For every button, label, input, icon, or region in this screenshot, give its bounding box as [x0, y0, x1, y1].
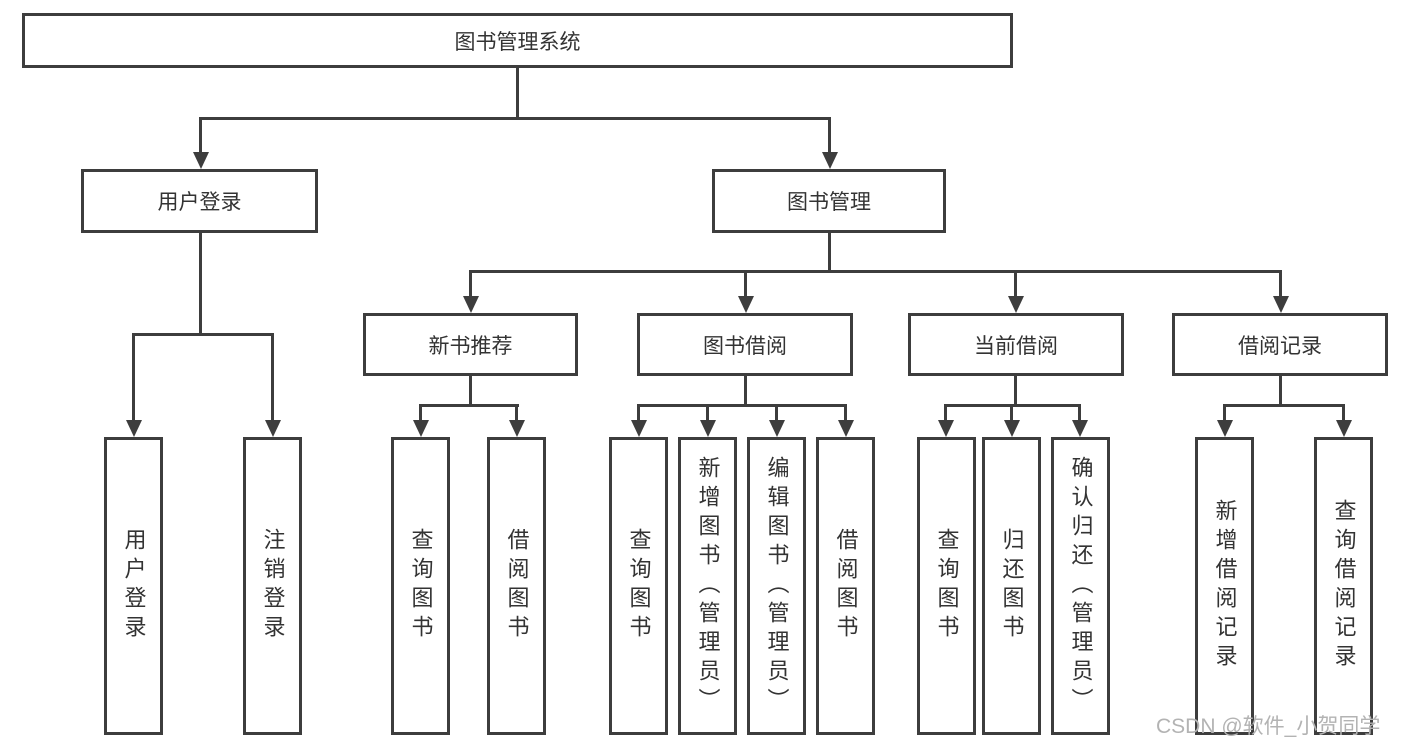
connector-line [132, 333, 274, 336]
leaf-label: 用户登录 [121, 528, 147, 644]
arrow-down-icon [1273, 296, 1289, 313]
leaf-label: 查询图书 [408, 528, 434, 644]
arrow-down-icon [1004, 420, 1020, 437]
connector-line [469, 376, 472, 407]
arrow-down-icon [1217, 420, 1233, 437]
connector-line [1279, 376, 1282, 407]
leaf-borrow-books-recommend: 借阅图书 [487, 437, 546, 735]
leaf-query-books-borrow: 查询图书 [609, 437, 668, 735]
leaf-label: 借阅图书 [504, 528, 530, 644]
leaf-label: 编辑图书（管理员） [764, 455, 790, 717]
leaf-label: 查询借阅记录 [1331, 499, 1357, 673]
arrow-down-icon [463, 296, 479, 313]
connector-line [637, 404, 847, 407]
leaf-edit-books-admin: 编辑图书（管理员） [747, 437, 806, 735]
connector-line [1223, 404, 1345, 407]
node-book-management: 图书管理 [712, 169, 946, 233]
node-label: 用户登录 [157, 191, 242, 214]
arrow-down-icon [938, 420, 954, 437]
connector-line [199, 117, 831, 120]
leaf-label: 新增借阅记录 [1212, 499, 1238, 673]
node-new-book-recommend: 新书推荐 [363, 313, 578, 376]
leaf-confirm-return-admin: 确认归还（管理员） [1051, 437, 1110, 735]
arrow-down-icon [509, 420, 525, 437]
node-user-login: 用户登录 [81, 169, 318, 233]
connector-line [828, 119, 831, 154]
leaf-return-books: 归还图书 [982, 437, 1041, 735]
arrow-down-icon [1072, 420, 1088, 437]
connector-line [515, 405, 518, 421]
arrow-down-icon [838, 420, 854, 437]
arrow-down-icon [631, 420, 647, 437]
arrow-down-icon [822, 152, 838, 169]
connector-line [419, 405, 422, 421]
arrow-down-icon [1336, 420, 1352, 437]
leaf-query-books-current: 查询图书 [917, 437, 976, 735]
watermark-text: CSDN @软件_小贺同学 [1156, 715, 1381, 738]
leaf-user-login: 用户登录 [104, 437, 163, 735]
connector-line [1078, 405, 1081, 421]
connector-line [419, 404, 519, 407]
leaf-label: 归还图书 [999, 528, 1025, 644]
leaf-label: 确认归还（管理员） [1068, 455, 1094, 717]
connector-line [1279, 272, 1282, 298]
connector-line [1014, 272, 1017, 298]
connector-line [271, 335, 274, 421]
connector-line [744, 272, 747, 298]
connector-line [744, 376, 747, 407]
arrow-down-icon [769, 420, 785, 437]
leaf-label: 查询图书 [934, 528, 960, 644]
arrow-down-icon [126, 420, 142, 437]
node-label: 图书借阅 [703, 334, 787, 358]
connector-line [844, 405, 847, 421]
arrow-down-icon [413, 420, 429, 437]
node-library-system: 图书管理系统 [22, 13, 1013, 68]
leaf-label: 注销登录 [260, 528, 286, 644]
connector-line [1010, 405, 1013, 421]
connector-line [516, 68, 519, 119]
connector-line [1223, 405, 1226, 421]
connector-line [469, 270, 1282, 273]
arrow-down-icon [700, 420, 716, 437]
connector-line [637, 405, 640, 421]
leaf-add-books-admin: 新增图书（管理员） [678, 437, 737, 735]
connector-line [199, 119, 202, 154]
leaf-query-borrow-record: 查询借阅记录 [1314, 437, 1373, 735]
node-book-borrowing: 图书借阅 [637, 313, 853, 376]
leaf-borrow-books: 借阅图书 [816, 437, 875, 735]
connector-line [469, 272, 472, 298]
connector-line [775, 405, 778, 421]
connector-line [1342, 405, 1345, 421]
arrow-down-icon [738, 296, 754, 313]
leaf-label: 借阅图书 [833, 528, 859, 644]
node-label: 新书推荐 [428, 334, 513, 358]
leaf-label: 新增图书（管理员） [695, 455, 721, 717]
node-borrowing-records: 借阅记录 [1172, 313, 1388, 376]
node-label: 借阅记录 [1238, 334, 1322, 358]
arrow-down-icon [265, 420, 281, 437]
node-label: 图书管理 [787, 191, 871, 214]
connector-line [944, 405, 947, 421]
node-current-borrowing: 当前借阅 [908, 313, 1124, 376]
connector-line [132, 335, 135, 421]
connector-line [828, 233, 831, 273]
leaf-add-borrow-record: 新增借阅记录 [1195, 437, 1254, 735]
connector-line [1014, 376, 1017, 407]
leaf-logout: 注销登录 [243, 437, 302, 735]
node-label: 当前借阅 [974, 334, 1058, 358]
leaf-label: 查询图书 [626, 528, 652, 644]
arrow-down-icon [1008, 296, 1024, 313]
leaf-query-books-recommend: 查询图书 [391, 437, 450, 735]
connector-line [199, 233, 202, 336]
connector-line [706, 405, 709, 421]
arrow-down-icon [193, 152, 209, 169]
node-label: 图书管理系统 [454, 30, 581, 54]
